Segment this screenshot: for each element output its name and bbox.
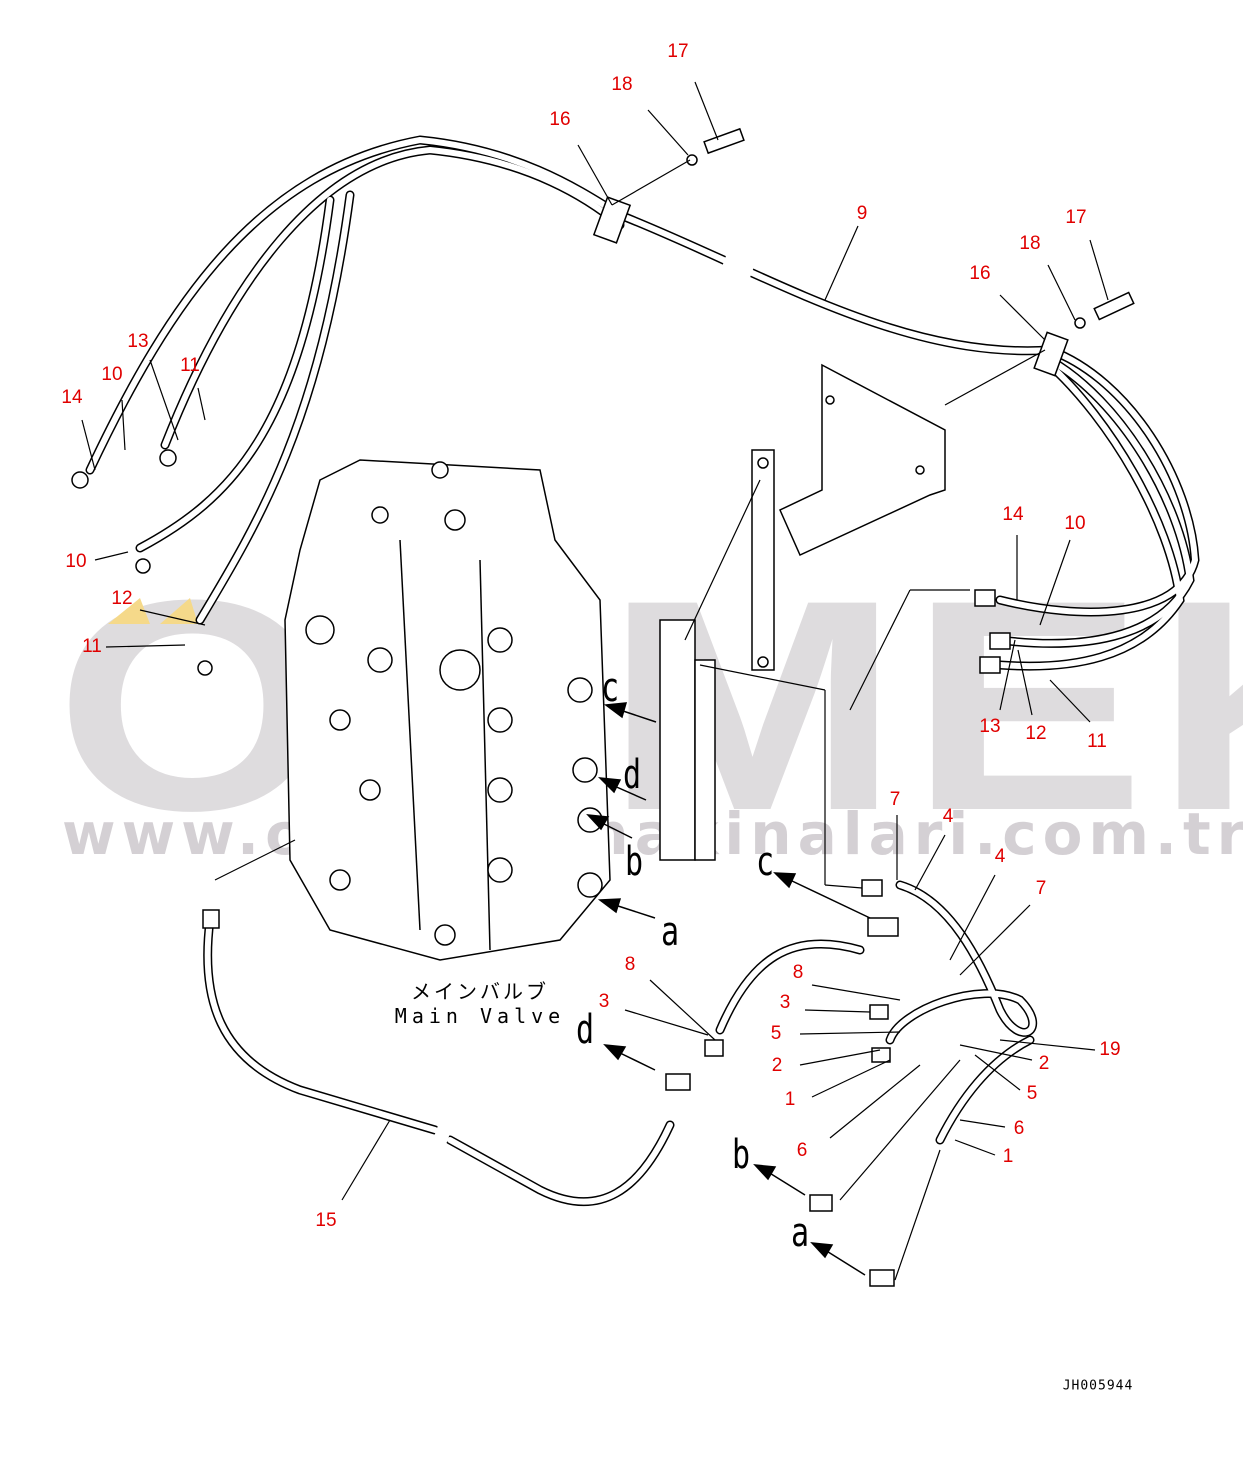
port-letter-b: b (731, 1132, 751, 1178)
leader-lines (81, 81, 1109, 1281)
callout-15: 15 (315, 1210, 337, 1231)
main-valve (284, 459, 611, 961)
callout-14: 14 (1002, 504, 1024, 525)
callout-1: 1 (1002, 1146, 1014, 1167)
callout-2: 2 (1038, 1053, 1050, 1074)
callout-17: 17 (1065, 207, 1087, 228)
callout-11: 11 (1087, 731, 1107, 752)
callout-18: 18 (1019, 233, 1041, 254)
callout-12: 12 (111, 588, 133, 609)
bracket (779, 363, 946, 556)
callout-11: 11 (180, 355, 200, 376)
callout-4: 4 (942, 806, 954, 827)
callout-7: 7 (1035, 878, 1047, 899)
manifold-block (659, 449, 775, 861)
callout-4: 4 (994, 846, 1006, 867)
callout-18: 18 (611, 74, 633, 95)
port-letter-d: d (575, 1007, 595, 1053)
callout-16: 16 (969, 263, 991, 284)
callout-12: 12 (1025, 723, 1047, 744)
port-letter-c: c (600, 665, 620, 711)
port-letter-c: c (755, 839, 775, 885)
port-letter-a: a (660, 909, 680, 955)
callout-8: 8 (624, 954, 636, 975)
watermark-url: www.ormekismakinalari.com.tr (62, 800, 1243, 868)
watermark-accent (160, 598, 198, 624)
main-valve-label-jp: メインバルブ (411, 979, 549, 1004)
port-letter-d: d (622, 752, 642, 798)
callout-2: 2 (771, 1055, 783, 1076)
callout-10: 10 (1064, 513, 1086, 534)
watermark-accent (108, 598, 150, 624)
callout-10: 10 (65, 551, 87, 572)
callout-14: 14 (61, 387, 83, 408)
callout-17: 17 (667, 41, 689, 62)
drawing-code: JH005944 (1062, 1378, 1134, 1394)
callout-13: 13 (127, 331, 149, 352)
callout-7: 7 (889, 789, 901, 810)
callout-5: 5 (1026, 1083, 1038, 1104)
callout-16: 16 (549, 109, 571, 130)
callout-3: 3 (598, 991, 610, 1012)
callout-13: 13 (979, 716, 1001, 737)
callout-19: 19 (1099, 1039, 1121, 1060)
callout-10: 10 (101, 364, 123, 385)
callout-9: 9 (856, 203, 868, 224)
callout-1: 1 (784, 1089, 796, 1110)
callout-11: 11 (82, 636, 102, 657)
clamps (71, 127, 1135, 1287)
callout-8: 8 (792, 962, 804, 983)
callout-3: 3 (779, 992, 791, 1013)
port-letter-a: a (790, 1210, 810, 1256)
port-letter-b: b (624, 839, 644, 885)
main-valve-label: Main Valve (394, 1004, 566, 1028)
callout-6: 6 (796, 1140, 808, 1161)
callout-6: 6 (1013, 1118, 1025, 1139)
callout-5: 5 (770, 1023, 782, 1044)
port-arrows (586, 702, 871, 1276)
